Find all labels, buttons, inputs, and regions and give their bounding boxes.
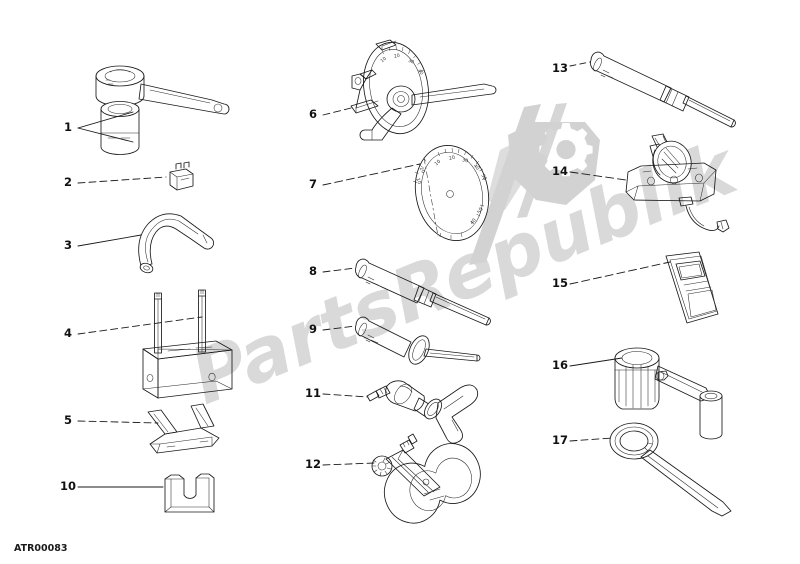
degree-label-6a: 10 <box>379 56 387 64</box>
callout-number-9: 9 <box>309 322 317 336</box>
callout-number-6: 6 <box>309 107 317 121</box>
callout-number-15: 15 <box>552 276 568 290</box>
callout-number-14: 14 <box>552 164 568 178</box>
part-12-ring-clamp-tool: 12 <box>305 433 481 524</box>
callout-number-1: 1 <box>64 120 72 134</box>
part-2-drive-block: 2 <box>64 161 194 191</box>
part-13-drift-punch-slim: 13 <box>552 51 736 128</box>
part-16-filter-cup-wrench: 16 <box>552 347 723 440</box>
degree-label-7c: 30 <box>461 157 468 164</box>
part-7-degree-wheel-disc: 10 20 30 40 50 20 10 50 40 7 <box>309 145 490 241</box>
callout-number-8: 8 <box>309 264 317 278</box>
degree-label-6c: 30 <box>407 58 415 66</box>
part-17-ring-spanner: 17 <box>552 422 732 517</box>
degree-label-7e: 50 <box>479 173 487 181</box>
part-15-handheld-tester: 15 <box>552 251 719 324</box>
part-11-t-handle-puller: 11 <box>305 380 479 444</box>
part-8-drift-punch-large: 8 <box>309 258 491 326</box>
part-1-socket-wrench: 1 <box>64 65 230 155</box>
part-6-degree-wheel-assembly: 10 20 30 40 6 <box>309 39 497 141</box>
degree-label-6b: 20 <box>393 53 400 60</box>
callout-number-10: 10 <box>60 479 76 493</box>
watermark-slash-marks <box>469 103 567 265</box>
callout-number-12: 12 <box>305 457 321 471</box>
part-5-flat-bracket: 5 <box>64 403 220 454</box>
callout-number-3: 3 <box>64 238 72 252</box>
part-3-bent-hook-tool: 3 <box>64 213 215 274</box>
degree-label-7d: 40 <box>472 163 481 172</box>
callout-number-2: 2 <box>64 175 72 189</box>
degree-label-6d: 40 <box>416 68 424 76</box>
callout-number-17: 17 <box>552 433 568 447</box>
degree-label-7a: 10 <box>434 159 443 168</box>
callout-number-5: 5 <box>64 413 72 427</box>
part-9-drift-punch-flanged: 9 <box>309 316 481 365</box>
degree-graduations-6 <box>381 45 425 72</box>
callout-number-11: 11 <box>305 386 321 400</box>
part-4-twin-pin-block: 4 <box>64 289 233 399</box>
part-10-forked-plate: 10 <box>60 473 215 513</box>
callout-number-16: 16 <box>552 358 568 372</box>
degree-label-7g: 10 <box>414 177 422 185</box>
degree-label-7b: 20 <box>448 155 456 162</box>
degree-label-7f: 20 <box>418 166 426 174</box>
degree-label-7h: 50 <box>476 207 484 215</box>
callout-number-7: 7 <box>309 177 317 191</box>
callout-number-4: 4 <box>64 326 72 340</box>
degree-graduations-7 <box>412 147 487 239</box>
callout-number-13: 13 <box>552 61 568 75</box>
degree-label-7i: 40 <box>469 217 478 226</box>
part-14-dial-indicator-bracket: 14 <box>552 133 730 233</box>
drawing-code-label: ATR00083 <box>14 543 67 554</box>
